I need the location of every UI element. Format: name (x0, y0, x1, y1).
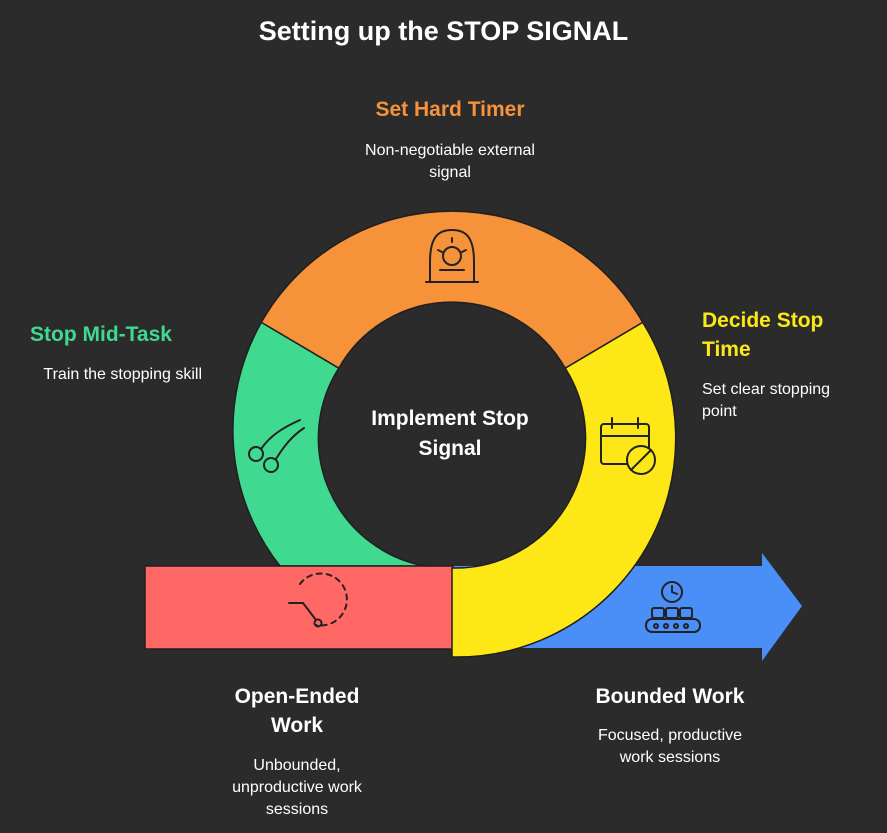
stop-mid-task-heading: Stop Mid-Task (30, 323, 172, 346)
clock-conveyor-icon (645, 581, 701, 633)
decide-stop-time-segment (451, 321, 677, 658)
page-title: Setting up the STOP SIGNAL (258, 16, 629, 46)
calendar-cancel-icon (600, 417, 656, 475)
stop-mid-task-description: Train the stopping skill (43, 366, 202, 383)
open-ended-work-bar (144, 565, 454, 650)
center-label: Implement Stop Signal (371, 407, 529, 460)
decide-stop-time-heading: Decide Stop Time (702, 309, 824, 361)
scissors-icon (248, 419, 305, 473)
open-timer-icon (288, 572, 348, 628)
open-ended-work-heading: Open-Ended Work (234, 685, 360, 737)
bounded-work-description: Focused, productive work sessions (597, 727, 743, 766)
bounded-work-heading: Bounded Work (595, 685, 745, 708)
set-hard-timer-description: Non-negotiable external signal (365, 142, 535, 181)
open-ended-work-description: Unbounded, unproductive work sessions (232, 757, 362, 818)
alarm-icon (425, 228, 479, 283)
decide-stop-time-description: Set clear stopping point (702, 381, 831, 420)
set-hard-timer-segment (260, 210, 644, 370)
stop-mid-task-segment (232, 321, 426, 567)
set-hard-timer-heading: Set Hard Timer (375, 98, 525, 121)
